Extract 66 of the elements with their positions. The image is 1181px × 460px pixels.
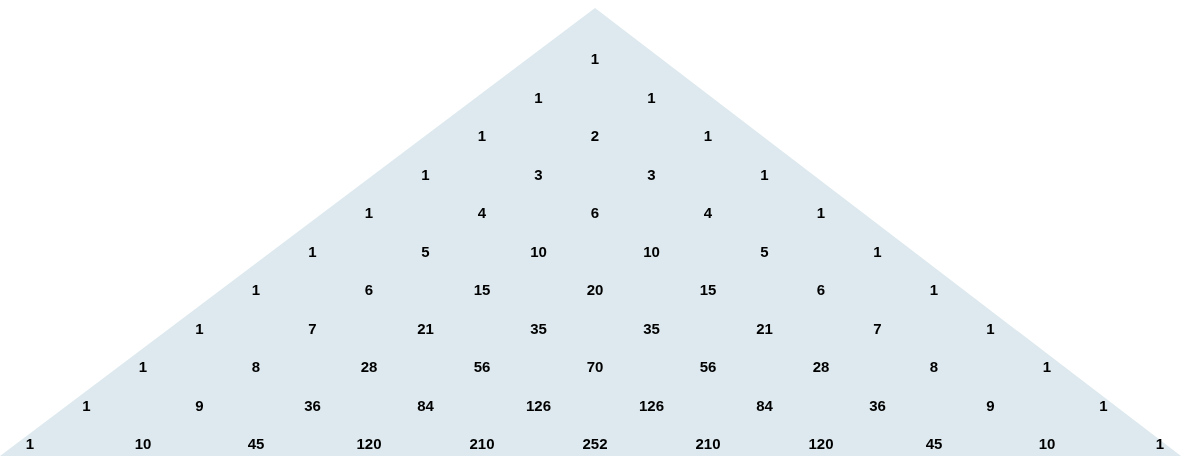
number: 1 bbox=[1042, 358, 1052, 374]
number: 1 bbox=[590, 50, 600, 66]
number: 210 bbox=[695, 435, 721, 451]
number: 45 bbox=[925, 435, 943, 451]
number: 1 bbox=[477, 127, 487, 143]
number: 21 bbox=[417, 320, 434, 335]
number: 15 bbox=[699, 281, 717, 297]
number: 120 bbox=[808, 435, 834, 451]
number: 1 bbox=[534, 89, 543, 104]
number: 3 bbox=[647, 166, 656, 181]
number: 35 bbox=[530, 320, 547, 335]
number: 84 bbox=[417, 397, 434, 412]
number: 1 bbox=[1155, 435, 1165, 451]
number: 6 bbox=[364, 281, 374, 297]
number: 1 bbox=[816, 204, 826, 220]
number: 3 bbox=[534, 166, 543, 181]
number: 6 bbox=[816, 281, 826, 297]
number: 1 bbox=[364, 204, 374, 220]
number: 1 bbox=[703, 127, 713, 143]
number: 1 bbox=[1099, 397, 1108, 412]
number: 36 bbox=[304, 397, 321, 412]
number: 7 bbox=[308, 320, 317, 335]
number: 126 bbox=[639, 397, 664, 412]
number: 2 bbox=[590, 127, 600, 143]
number: 1 bbox=[421, 166, 430, 181]
number: 8 bbox=[929, 358, 939, 374]
number: 21 bbox=[756, 320, 773, 335]
number: 56 bbox=[699, 358, 717, 374]
number: 1 bbox=[25, 435, 35, 451]
number: 10 bbox=[1038, 435, 1056, 451]
number: 84 bbox=[756, 397, 773, 412]
number: 15 bbox=[473, 281, 491, 297]
number: 5 bbox=[760, 243, 769, 258]
number: 5 bbox=[421, 243, 430, 258]
number: 1 bbox=[251, 281, 261, 297]
number: 9 bbox=[986, 397, 995, 412]
number: 56 bbox=[473, 358, 491, 374]
number: 1 bbox=[929, 281, 939, 297]
number: 70 bbox=[586, 358, 604, 374]
number: 1 bbox=[82, 397, 91, 412]
number: 1 bbox=[647, 89, 656, 104]
number: 126 bbox=[526, 397, 551, 412]
number: 36 bbox=[869, 397, 886, 412]
number: 10 bbox=[530, 243, 547, 258]
number: 35 bbox=[643, 320, 660, 335]
number: 120 bbox=[356, 435, 382, 451]
number: 1 bbox=[986, 320, 995, 335]
number: 9 bbox=[195, 397, 204, 412]
number: 1 bbox=[760, 166, 769, 181]
number: 210 bbox=[469, 435, 495, 451]
number: 10 bbox=[643, 243, 660, 258]
number: 20 bbox=[586, 281, 604, 297]
number: 45 bbox=[247, 435, 265, 451]
number: 8 bbox=[251, 358, 261, 374]
number: 1 bbox=[308, 243, 317, 258]
number: 4 bbox=[703, 204, 713, 220]
number: 6 bbox=[590, 204, 600, 220]
number: 10 bbox=[134, 435, 152, 451]
number: 28 bbox=[812, 358, 830, 374]
number: 28 bbox=[360, 358, 378, 374]
number: 1 bbox=[873, 243, 882, 258]
number: 1 bbox=[195, 320, 204, 335]
number: 1 bbox=[138, 358, 148, 374]
number: 4 bbox=[477, 204, 487, 220]
number: 7 bbox=[873, 320, 882, 335]
number: 252 bbox=[582, 435, 608, 451]
